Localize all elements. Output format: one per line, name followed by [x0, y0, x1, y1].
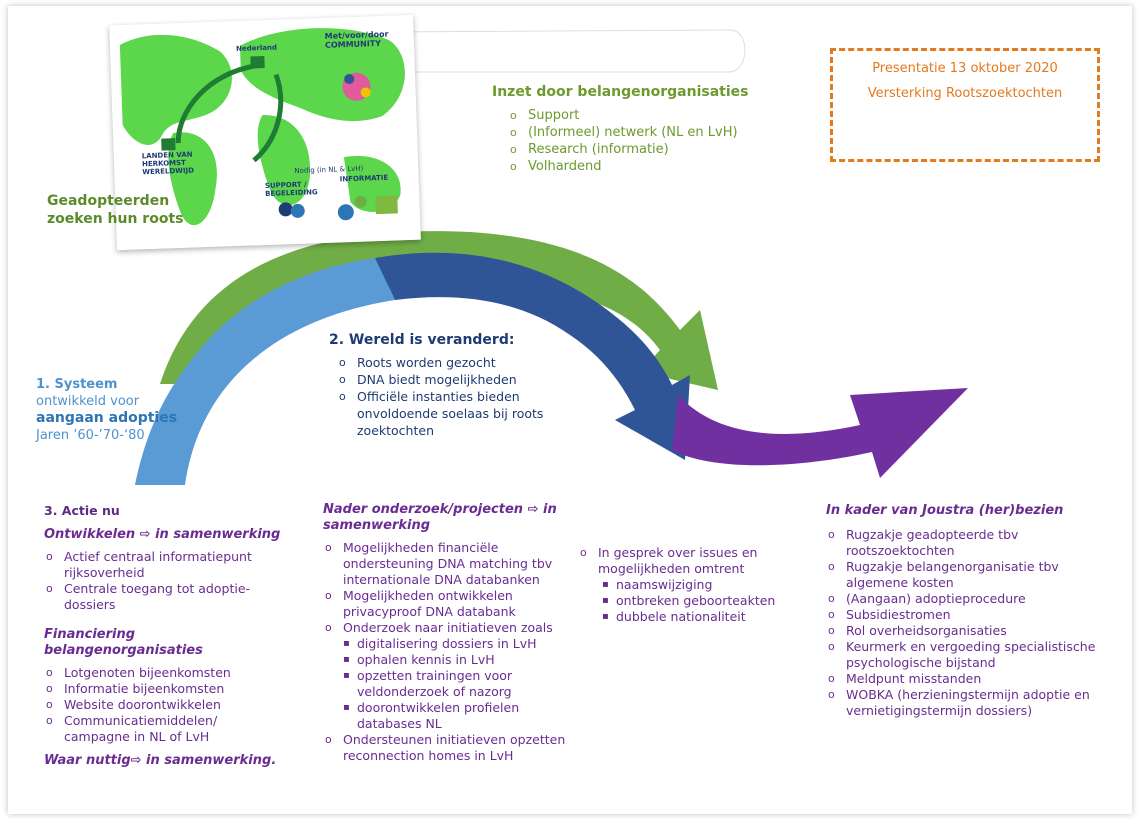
systeem-line3: aangaan adopties — [36, 410, 178, 426]
inzet-item: (Informeel) netwerk (NL en LvH) — [508, 124, 749, 141]
presentation-date: Presentatie 13 oktober 2020 — [872, 61, 1058, 76]
inzet-title: Inzet door belangenorganisaties — [492, 84, 749, 100]
actie-section: 3. Actie nu Ontwikkelen ⇨ in samenwerkin… — [44, 503, 294, 769]
map-label-informatie: INFORMATIE — [339, 173, 389, 184]
geadopteerden-line2: zoeken hun roots — [47, 211, 184, 227]
nader-section: Nader onderzoek/projecten ⇨ in samenwerk… — [323, 502, 585, 764]
joustra-item: (Aangaan) adoptieprocedure — [826, 591, 1116, 607]
nader-subitem: ophalen kennis in LvH — [339, 652, 585, 668]
nader-subitem: opzetten trainingen voor veldonderzoek o… — [339, 668, 585, 700]
nader-subitem: doorontwikkelen profielen databases NL — [339, 700, 585, 732]
geadopteerden-line1: Geadopteerden — [47, 193, 170, 209]
ontwikkelen-list: Actief centraal informatiepunt rijksover… — [44, 549, 294, 613]
lightblue-arc — [135, 258, 375, 485]
purple-arrow — [672, 388, 968, 478]
nader-item: Onderzoek naar initiatieven zoals — [323, 620, 585, 636]
joustra-item: Rol overheidsorganisaties — [826, 623, 1116, 639]
nader-subitem: digitalisering dossiers in LvH — [339, 636, 585, 652]
green-curved-arrow-2 — [252, 73, 284, 163]
joustra-item: WOBKA (herzieningstermijn adoptie en ver… — [826, 687, 1116, 719]
ontwikkelen-item: Actief centraal informatiepunt rijksover… — [44, 549, 294, 581]
gesprek-intro: In gesprek over issues en mogelijkheden … — [578, 545, 808, 577]
nader-list: Mogelijkheden financiële ondersteuning D… — [323, 540, 585, 636]
financiering-list: Lotgenoten bijeenkomsten Informatie bije… — [44, 665, 294, 745]
waar-nuttig: Waar nuttig⇨ in samenwerking. — [44, 753, 277, 768]
green-curved-arrow-1 — [175, 62, 261, 144]
systeem-line4: Jaren ’60-’70-‘80 — [36, 428, 145, 443]
wereld-list: Roots worden gezocht DNA biedt mogelijkh… — [337, 354, 589, 439]
joustra-list: Rugzakje geadopteerde tbv rootszoektocht… — [826, 527, 1116, 719]
wereld-section: 2. Wereld is veranderd: Roots worden gez… — [329, 332, 589, 439]
joustra-item: Rugzakje belangenorganisatie tbv algemen… — [826, 559, 1116, 591]
gesprek-item: naamswijziging — [598, 577, 808, 593]
world-map-graphic — [109, 14, 421, 251]
actie-title: 3. Actie nu — [44, 503, 120, 518]
nader-item: Ondersteunen initiatieven opzetten recon… — [323, 732, 585, 764]
lightblue-arc-fill — [135, 258, 395, 485]
gesprek-section: In gesprek over issues en mogelijkheden … — [578, 545, 808, 625]
joustra-item: Meldpunt misstanden — [826, 671, 1116, 687]
inzet-item: Support — [508, 107, 749, 124]
joustra-item: Rugzakje geadopteerde tbv rootszoektocht… — [826, 527, 1116, 559]
systeem-label: 1. Systeem ontwikkeld voor aangaan adopt… — [36, 376, 177, 444]
map-label-nederland: Nederland — [235, 43, 278, 53]
inzet-item: Research (informatie) — [508, 141, 749, 158]
systeem-line2: ontwikkeld voor — [36, 394, 140, 409]
map-label-support: SUPPORT / BEGELEIDING — [264, 180, 318, 199]
inzet-list: Support (Informeel) netwerk (NL en LvH) … — [508, 107, 749, 175]
gesprek-item: ontbreken geboorteakten — [598, 593, 808, 609]
systeem-title: 1. Systeem — [36, 377, 118, 392]
inzet-section: Inzet door belangenorganisaties Support … — [492, 84, 749, 175]
wereld-item: DNA biedt mogelijkheden — [337, 371, 589, 388]
geadopteerden-label: Geadopteerden zoeken hun roots — [47, 192, 183, 228]
wereld-title: 2. Wereld is veranderd: — [329, 332, 515, 348]
financiering-item: Informatie bijeenkomsten — [44, 681, 294, 697]
gesprek-sublist: naamswijziging ontbreken geboorteakten d… — [598, 577, 808, 625]
nader-item: Mogelijkheden financiële ondersteuning D… — [323, 540, 585, 588]
joustra-title: In kader van Joustra (her)bezien — [826, 503, 1064, 518]
navy-arc-arrow — [375, 252, 690, 460]
presentation-box: Presentatie 13 oktober 2020 Versterking … — [830, 48, 1100, 162]
nader-list-2: Ondersteunen initiatieven opzetten recon… — [323, 732, 585, 764]
financiering-item: Communicatiemiddelen/ campagne in NL of … — [44, 713, 254, 745]
wereld-item: Officiële instanties bieden onvoldoende … — [337, 388, 589, 439]
green-arc-arrow — [160, 231, 718, 390]
presentation-subject: Versterking Rootszoektochten — [867, 86, 1063, 101]
map-label-landen: LANDEN VAN HERKOMST WERELDWIJD — [141, 150, 195, 177]
map-label-community: Met/voor/door COMMUNITY — [324, 29, 389, 50]
nader-title: Nader onderzoek/projecten ⇨ in samenwerk… — [323, 502, 557, 533]
joustra-item: Subsidiestromen — [826, 607, 1116, 623]
world-map-image: Met/voor/door COMMUNITY Nederland LANDEN… — [109, 14, 421, 251]
inzet-item: Volhardend — [508, 158, 749, 175]
financiering-heading: Financiering belangenorganisaties — [44, 627, 203, 658]
gesprek-list: In gesprek over issues en mogelijkheden … — [578, 545, 808, 577]
financiering-item: Website doorontwikkelen — [44, 697, 294, 713]
top-tab — [379, 29, 746, 73]
gesprek-item: dubbele nationaliteit — [598, 609, 808, 625]
nader-sublist: digitalisering dossiers in LvH ophalen k… — [339, 636, 585, 732]
wereld-item: Roots worden gezocht — [337, 354, 589, 371]
financiering-item: Lotgenoten bijeenkomsten — [44, 665, 294, 681]
ontwikkelen-heading: Ontwikkelen ⇨ in samenwerking — [44, 527, 281, 542]
nader-item: Mogelijkheden ontwikkelen privacyproof D… — [323, 588, 585, 620]
ontwikkelen-item: Centrale toegang tot adoptie-dossiers — [44, 581, 294, 613]
joustra-item: Keurmerk en vergoeding specialistische p… — [826, 639, 1116, 671]
joustra-section: In kader van Joustra (her)bezien Rugzakj… — [826, 503, 1116, 719]
